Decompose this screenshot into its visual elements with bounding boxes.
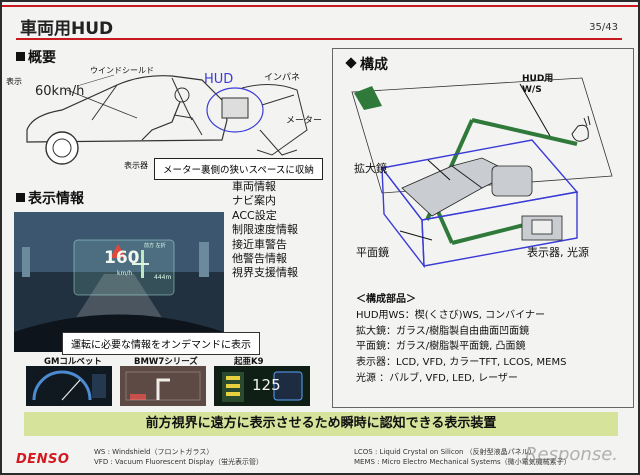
configuration-panel <box>332 48 634 408</box>
info-item: 他警告情報 <box>232 252 287 266</box>
denso-logo: DENSO <box>16 452 70 467</box>
page-number: 35/43 <box>589 22 618 33</box>
thumb-corvette <box>26 366 112 406</box>
response-watermark: Response. <box>525 444 618 465</box>
info-item: ナビ案内 <box>232 194 276 208</box>
display-info-heading: 表示情報 <box>16 188 84 208</box>
abbr-ws: WS : Windshield（フロントガラス） <box>94 448 214 456</box>
parts-item: 表示器：LCD, VFD, カラーTFT, LCOS, MEMS <box>356 357 567 369</box>
speed-readout: 60km/h <box>35 84 85 99</box>
parts-item: 光源 ：バルブ, VFD, LED, レーザー <box>356 372 518 384</box>
slide-title: 車両用HUD <box>20 19 114 39</box>
display-light-label: 表示器, 光源 <box>527 246 589 259</box>
parts-heading: ＜構成部品＞ <box>356 294 416 305</box>
footer: DENSO WS : Windshield（フロントガラス） VFD : Vac… <box>2 442 638 473</box>
hud-ws-label-line2: W/S <box>522 85 542 95</box>
thumb-kia: 125 <box>214 366 310 406</box>
bmw-hud <box>120 366 206 406</box>
info-item: 制限速度情報 <box>232 223 298 237</box>
hud-ws-label-line1: HUD用 <box>522 74 554 84</box>
parts-item: 平面鏡：ガラス/樹脂製平面鏡, 凸面鏡 <box>356 341 526 353</box>
hud-speed: 160 <box>104 248 140 268</box>
info-item: ACC設定 <box>232 208 277 222</box>
thumb-label-corvette: GMコルベット <box>44 357 102 367</box>
hud-configuration-diagram <box>351 77 613 269</box>
hud-view-photo: 160 km/h 444m 前方 左折 <box>14 212 224 352</box>
abbr-right: LCOS : Liquid Crystal on Silicon （反射型液晶パ… <box>354 447 571 467</box>
magnifier-label: 拡大鏡 <box>354 162 387 175</box>
info-item: 視界支援情報 <box>232 266 298 280</box>
parts-list: ＜構成部品＞ HUD用WS：楔(くさび)WS, コンバイナー 拡大鏡：ガラス/樹… <box>356 292 566 387</box>
overview-heading-text: 概要 <box>28 50 56 66</box>
flat-mirror-label: 平面鏡 <box>356 246 389 259</box>
abbr-lcos: LCOS : Liquid Crystal on Silicon （反射型液晶パ… <box>354 448 536 456</box>
panel-label: インパネ <box>264 73 301 83</box>
hud-ws-label: HUD用 W/S <box>522 74 553 96</box>
bullet-square-icon <box>16 52 25 61</box>
meter-label: メーター <box>286 116 323 126</box>
info-item: 接近車警告 <box>232 237 287 251</box>
abbr-mems: MEMS : Micro Electro Mechanical Systems（… <box>354 458 571 466</box>
title-rule <box>16 38 622 40</box>
configuration-heading-text: 構成 <box>360 57 388 73</box>
thumb-label-kia: 起亜K9 <box>234 357 264 367</box>
abbr-vfd: VFD : Vacuum Fluorescent Display（蛍光表示管） <box>94 458 264 466</box>
hud-label: HUD <box>204 72 234 87</box>
bullet-square-icon <box>16 193 25 202</box>
hud-caption: 運転に必要な情報をオンデマンドに表示 <box>62 332 260 355</box>
summary-banner: 前方視界に遠方に表示させるため瞬時に認知できる表示装置 <box>24 412 618 436</box>
parts-item: HUD用WS：楔(くさび)WS, コンバイナー <box>356 309 545 321</box>
kia-hud <box>222 371 303 402</box>
hud-unit: km/h <box>117 270 133 277</box>
indicator-label: 表示器 <box>124 161 148 170</box>
kia-speed: 125 <box>252 376 281 394</box>
parts-item: 拡大鏡：ガラス/樹脂製自由曲面凹面鏡 <box>356 325 530 337</box>
windshield-label: ウインドシールド <box>90 66 154 75</box>
top-red-bar <box>2 5 638 7</box>
hud-street: 前方 左折 <box>144 243 166 249</box>
callout-box: メーター裏側の狭いスペースに収納 <box>154 158 323 180</box>
abbr-left: WS : Windshield（フロントガラス） VFD : Vacuum Fl… <box>94 447 263 467</box>
car-cutaway-illustration <box>26 74 308 165</box>
road-scene <box>14 212 224 352</box>
overview-heading: 概要 <box>16 47 56 67</box>
hud-distance: 444m <box>154 274 172 281</box>
thumb-bmw <box>120 366 206 406</box>
display-info-heading-text: 表示情報 <box>28 191 84 207</box>
display-label: 表示 <box>6 77 22 86</box>
info-item: 車両情報 <box>232 180 276 193</box>
thumb-label-bmw: BMW7シリーズ <box>134 357 198 367</box>
corvette-gauge <box>32 370 106 401</box>
configuration-heading: 構成 <box>345 54 388 74</box>
info-item-list: 車両情報 ナビ案内 ACC設定 制限速度情報 接近車警告 他警告情報 視界支援情… <box>232 180 298 281</box>
